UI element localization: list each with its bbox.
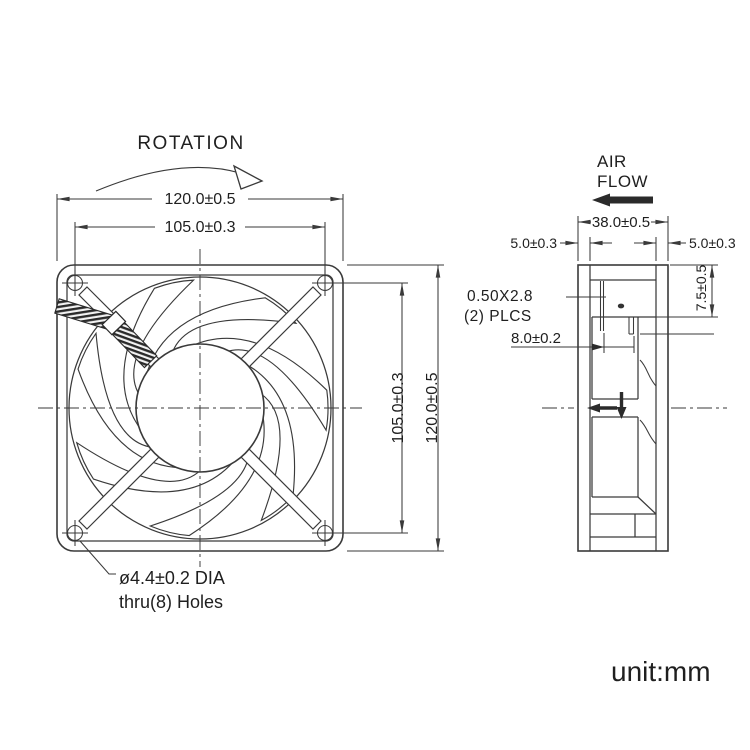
dimension-hole-pitch-width: 105.0±0.3 [74,219,326,277]
dimension-outer-width: 120.0±0.5 [56,191,344,261]
airflow-label-line1: AIR [597,152,627,171]
terminal-screw [617,303,625,309]
center-flow-arrow-down [616,392,627,419]
dimension-hole-pitch-height: 105.0±0.3 [333,282,408,534]
hole-callout: ø4.4±0.2 DIA thru(8) Holes [79,540,225,612]
airflow-label-line2: FLOW [597,172,648,191]
power-cable [54,298,158,369]
mounting-hole [312,520,338,546]
dimension-flange-left: 5.0±0.3 [510,235,612,261]
fan-front-view: ROTATION [38,133,444,612]
dim-outer-height-text: 120.0±0.5 [424,372,441,443]
hole-callout-line2: thru(8) Holes [119,592,223,612]
terminal-callout-line1: 0.50X2.8 [467,288,533,305]
dimension-outer-height: 120.0±0.5 [347,264,444,552]
airflow-direction-arrow [592,193,653,207]
terminal-callout: 0.50X2.8 (2) PLCS [464,288,606,325]
rotation-label: ROTATION [137,133,244,154]
dimension-terminal-height: 7.5±0.5 [640,264,718,335]
dim-flange-left-text: 5.0±0.3 [510,235,557,251]
dim-hole-pitch-width-text: 105.0±0.3 [164,219,235,236]
mounting-holes [62,270,338,546]
unit-label: unit:mm [611,656,711,687]
dim-hole-pitch-height-text: 105.0±0.3 [390,372,407,443]
rotation-direction-arrow [95,164,264,192]
hole-callout-line1: ø4.4±0.2 DIA [119,568,225,588]
fan-side-view: AIR FLOW [464,152,736,552]
dim-terminal-height-text: 7.5±0.5 [693,264,709,311]
mounting-hole [62,520,88,546]
dim-terminal-pitch-text: 8.0±0.2 [511,330,561,347]
dim-outer-width-text: 120.0±0.5 [164,191,235,208]
dimension-depth: 38.0±0.5 [577,214,669,261]
dimension-terminal-pitch: 8.0±0.2 [511,330,635,353]
dim-depth-text: 38.0±0.5 [592,214,650,231]
dimension-flange-right: 5.0±0.3 [634,235,736,261]
dim-flange-right-text: 5.0±0.3 [689,235,736,251]
terminal-callout-line2: (2) PLCS [464,308,532,325]
mounting-hole [62,270,88,296]
center-flow-arrow-left [587,403,617,413]
